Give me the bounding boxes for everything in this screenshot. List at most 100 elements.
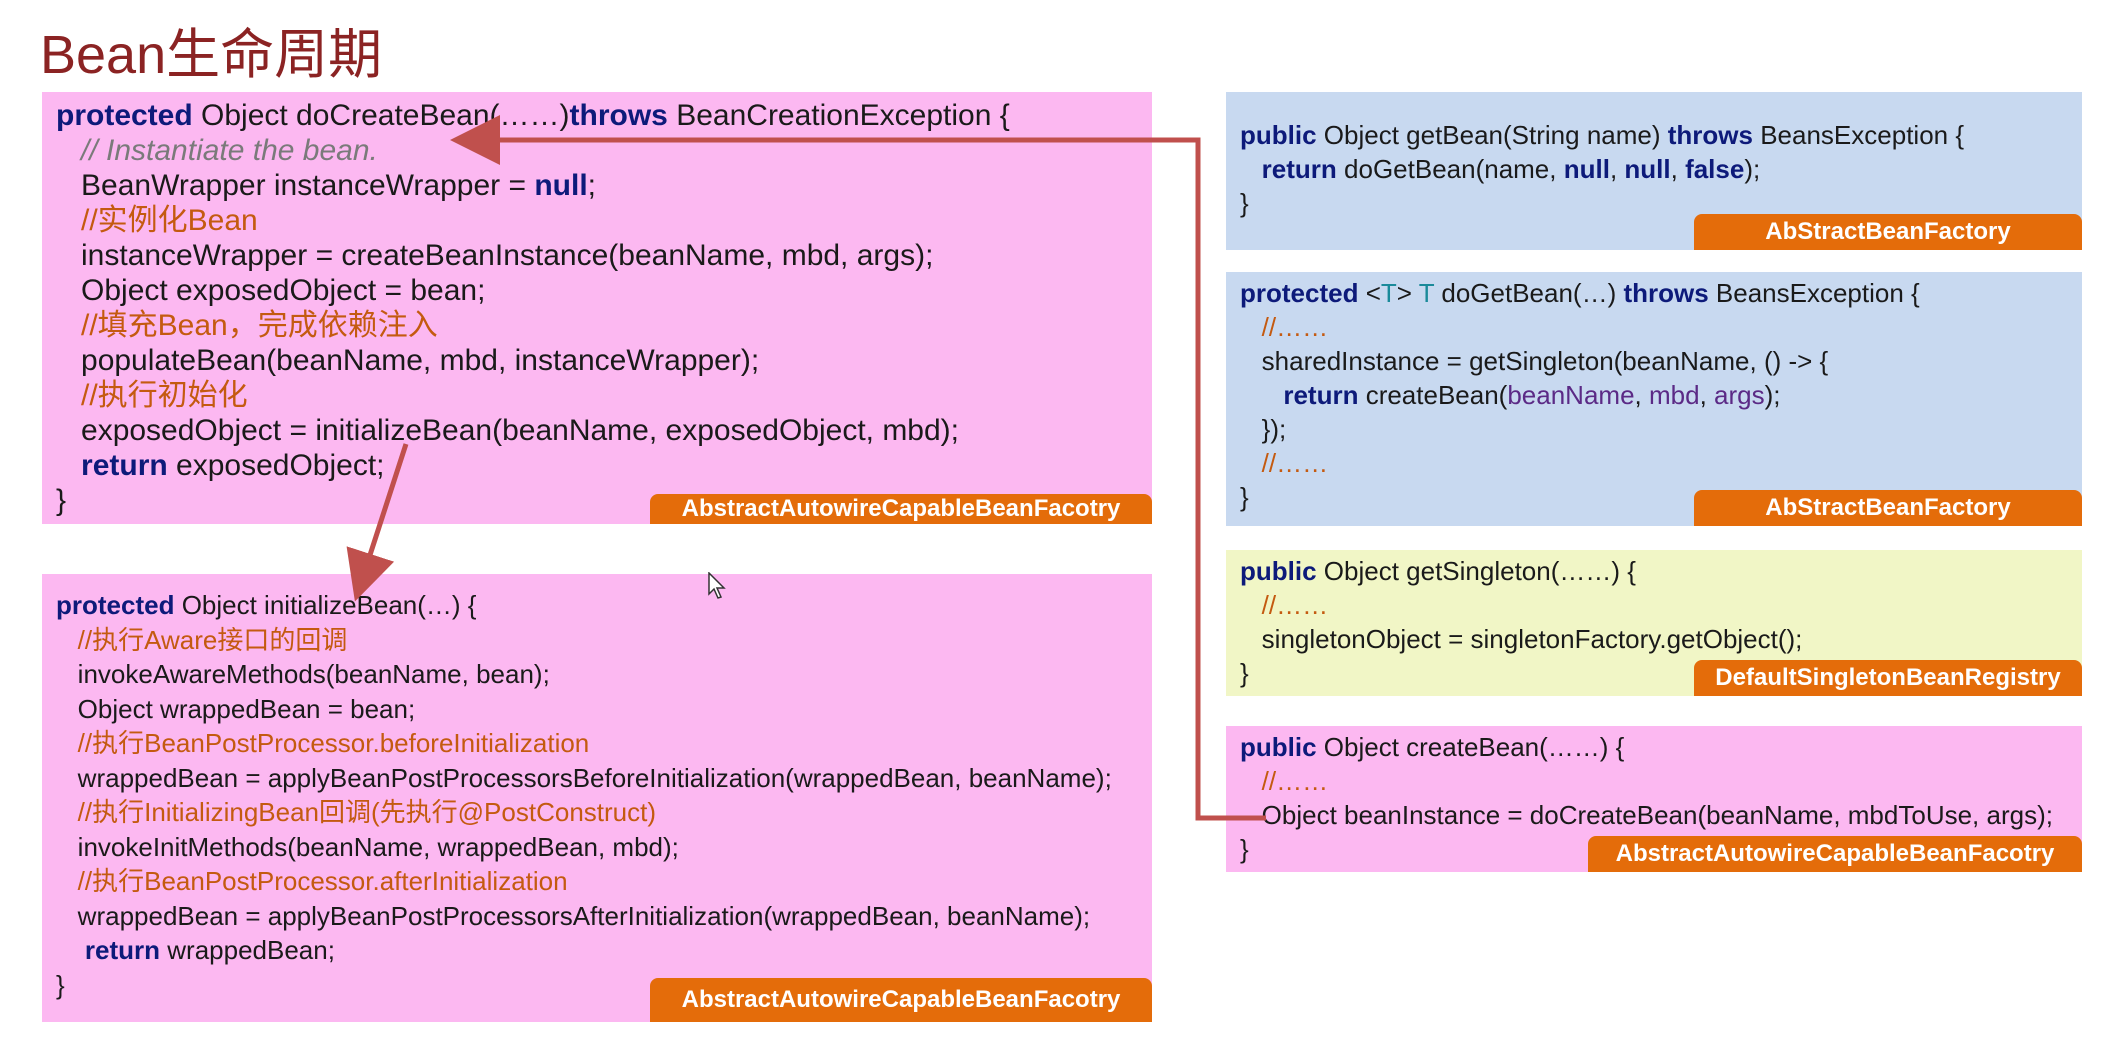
code-token: doGetBean(name, bbox=[1336, 154, 1564, 184]
code-comment: //…… bbox=[1240, 312, 1329, 342]
code-token: T bbox=[1418, 278, 1435, 308]
code-line: Object exposedObject = bean; bbox=[56, 273, 1138, 308]
code-line: //…… bbox=[1240, 310, 2068, 344]
code-token: , bbox=[1634, 380, 1649, 410]
class-label-initializebean: AbstractAutowireCapableBeanFacotry bbox=[650, 978, 1152, 1022]
code-token bbox=[56, 449, 81, 482]
code-comment: //执行BeanPostProcessor.beforeInitializati… bbox=[56, 728, 590, 758]
code-line: } bbox=[56, 483, 1138, 518]
code-keyword: return bbox=[84, 935, 161, 965]
code-line: //执行InitializingBean回调(先执行@PostConstruct… bbox=[56, 795, 1138, 830]
code-token: } bbox=[1240, 188, 1249, 218]
code-comment: //…… bbox=[1240, 766, 1329, 796]
code-line: public Object createBean(……) { bbox=[1240, 730, 2068, 764]
code-line: instanceWrapper = createBeanInstance(bea… bbox=[56, 238, 1138, 273]
code-token: Object initializeBean(…) { bbox=[174, 590, 477, 620]
code-keyword: protected bbox=[56, 590, 175, 620]
code-line: //…… bbox=[1240, 764, 2068, 798]
code-line: // Instantiate the bean. bbox=[56, 133, 1138, 168]
code-keyword: throws bbox=[569, 99, 668, 132]
code-token: BeansException { bbox=[1752, 120, 1965, 150]
docreatebean-code: protected Object doCreateBean(……)throws … bbox=[56, 98, 1138, 518]
code-token: ; bbox=[587, 169, 596, 202]
code-comment: //执行Aware接口的回调 bbox=[56, 624, 348, 655]
code-comment: //…… bbox=[1240, 590, 1329, 620]
code-keyword: protected bbox=[56, 99, 193, 132]
code-token: , bbox=[1670, 154, 1686, 184]
code-line: return createBean(beanName, mbd, args); bbox=[1240, 378, 2068, 412]
createbean-code: public Object createBean(……) { //…… Obje… bbox=[1240, 730, 2068, 866]
code-line: protected Object doCreateBean(……)throws … bbox=[56, 98, 1138, 133]
code-token: Object createBean(……) { bbox=[1316, 732, 1625, 762]
code-line: //实例化Bean bbox=[56, 203, 1138, 238]
code-line: Object wrappedBean = bean; bbox=[56, 692, 1138, 727]
code-token: , bbox=[1609, 154, 1625, 184]
code-token: invokeAwareMethods(beanName, bean); bbox=[56, 659, 550, 689]
code-keyword: return bbox=[81, 449, 168, 482]
code-token: mbd bbox=[1649, 380, 1700, 410]
code-token: } bbox=[1240, 834, 1249, 864]
code-line: BeanWrapper instanceWrapper = null; bbox=[56, 168, 1138, 203]
code-token: , bbox=[1699, 380, 1715, 410]
code-token: ); bbox=[1764, 380, 1781, 410]
page-title: Bean生命周期 bbox=[40, 25, 383, 85]
code-line: invokeInitMethods(beanName, wrappedBean,… bbox=[56, 830, 1138, 865]
code-token: sharedInstance = getSingleton(beanName, … bbox=[1240, 346, 1829, 376]
getbean-code-box: public Object getBean(String name) throw… bbox=[1226, 92, 2082, 250]
code-line: protected Object initializeBean(…) { bbox=[56, 588, 1138, 623]
code-line: } bbox=[56, 968, 1138, 1003]
code-token: doGetBean(…) bbox=[1434, 278, 1624, 308]
code-line: //执行初始化 bbox=[56, 378, 1138, 413]
class-label-getsingleton: DefaultSingletonBeanRegistry bbox=[1694, 660, 2082, 696]
code-token: } bbox=[56, 484, 67, 517]
code-comment: //…… bbox=[1240, 448, 1329, 478]
class-label-createbean: AbstractAutowireCapableBeanFacotry bbox=[1588, 836, 2082, 872]
docreatebean-code-box: protected Object doCreateBean(……)throws … bbox=[42, 92, 1152, 524]
code-line: protected <T> T doGetBean(…) throws Bean… bbox=[1240, 276, 2068, 310]
code-line: Object beanInstance = doCreateBean(beanN… bbox=[1240, 798, 2068, 832]
code-token bbox=[1240, 154, 1262, 184]
code-line: } bbox=[1240, 832, 2068, 866]
code-keyword: false bbox=[1685, 154, 1745, 184]
code-keyword: public bbox=[1240, 120, 1317, 150]
code-token bbox=[56, 935, 85, 965]
code-token bbox=[1240, 380, 1283, 410]
code-line: return wrappedBean; bbox=[56, 933, 1138, 968]
class-label-dogetbean: AbStractBeanFactory bbox=[1694, 490, 2082, 526]
code-token: } bbox=[56, 969, 65, 1000]
code-token: singletonObject = singletonFactory.getOb… bbox=[1240, 624, 1803, 654]
code-comment: //填充Bean，完成依赖注入 bbox=[56, 309, 438, 342]
code-token: BeanWrapper instanceWrapper = bbox=[56, 169, 535, 202]
code-line: wrappedBean = applyBeanPostProcessorsBef… bbox=[56, 761, 1138, 796]
code-token: Object wrappedBean = bean; bbox=[56, 693, 416, 724]
code-line: sharedInstance = getSingleton(beanName, … bbox=[1240, 344, 2068, 378]
code-line: exposedObject = initializeBean(beanName,… bbox=[56, 413, 1138, 448]
code-token: }); bbox=[1240, 414, 1287, 444]
code-line: //执行BeanPostProcessor.afterInitializatio… bbox=[56, 864, 1138, 899]
code-token: instanceWrapper = createBeanInstance(bea… bbox=[56, 239, 934, 272]
code-token: T bbox=[1380, 278, 1397, 308]
code-line: wrappedBean = applyBeanPostProcessorsAft… bbox=[56, 899, 1138, 934]
dogetbean-code-box: protected <T> T doGetBean(…) throws Bean… bbox=[1226, 272, 2082, 526]
code-token: BeansException { bbox=[1708, 278, 1920, 308]
code-line: invokeAwareMethods(beanName, bean); bbox=[56, 657, 1138, 692]
code-token: createBean( bbox=[1358, 380, 1508, 410]
initializebean-code-box: protected Object initializeBean(…) { //执… bbox=[42, 574, 1152, 1022]
code-token: } bbox=[1240, 482, 1249, 512]
code-keyword: throws bbox=[1623, 278, 1709, 308]
code-token: wrappedBean; bbox=[160, 935, 335, 965]
code-comment: //实例化Bean bbox=[56, 204, 258, 237]
code-keyword: throws bbox=[1667, 120, 1753, 150]
code-line: //…… bbox=[1240, 446, 2068, 480]
code-keyword: null bbox=[1563, 154, 1610, 184]
code-line: return exposedObject; bbox=[56, 448, 1138, 483]
code-line: //填充Bean，完成依赖注入 bbox=[56, 308, 1138, 343]
code-token: Object beanInstance = doCreateBean(beanN… bbox=[1240, 800, 2053, 830]
code-comment: // Instantiate the bean. bbox=[56, 134, 378, 167]
code-token: ); bbox=[1744, 154, 1761, 184]
code-token: Object exposedObject = bean; bbox=[56, 274, 486, 307]
code-token: populateBean(beanName, mbd, instanceWrap… bbox=[56, 344, 760, 377]
code-token: beanName bbox=[1507, 380, 1635, 410]
code-token: Object getBean(String name) bbox=[1316, 120, 1668, 150]
code-token: exposedObject = initializeBean(beanName,… bbox=[56, 414, 960, 447]
